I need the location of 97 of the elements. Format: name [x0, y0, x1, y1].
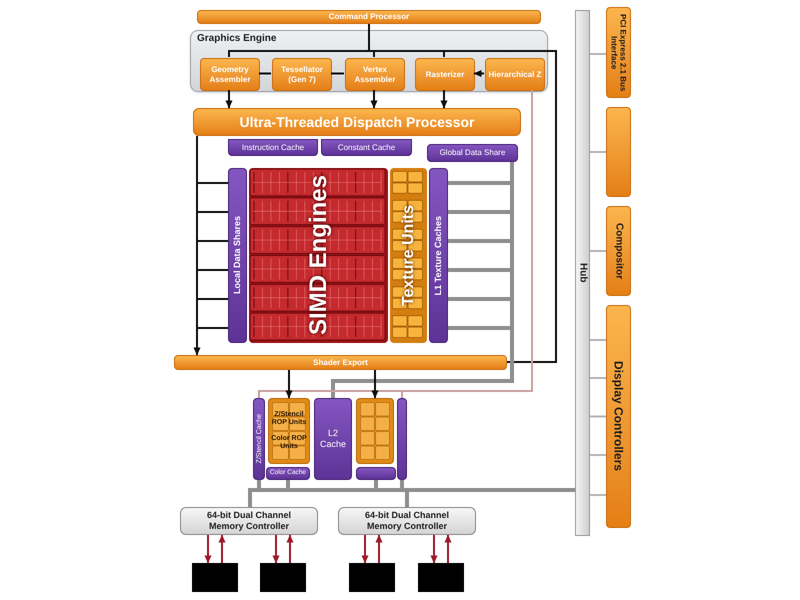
stage-box — [415, 58, 475, 91]
block-label: Compositor — [614, 222, 624, 280]
arrow — [372, 370, 378, 398]
panel-title: Graphics Engine — [197, 33, 276, 44]
stage-label: Tessellator (Gen 7) — [280, 64, 324, 84]
memory-chip-block — [192, 563, 238, 592]
connector-line — [376, 488, 402, 492]
connector-line — [590, 53, 606, 55]
connector-line — [373, 51, 375, 57]
arrow — [272, 535, 280, 564]
connector-line — [196, 136, 198, 183]
export-bar — [174, 355, 507, 370]
arrow — [218, 534, 226, 563]
stage-box — [485, 58, 545, 91]
connector-line — [228, 50, 369, 57]
cache-bar — [321, 139, 412, 156]
processor-bar — [197, 10, 541, 24]
dispatch-processor-bar — [193, 108, 521, 136]
cache-column — [228, 168, 247, 343]
cache-bar — [228, 139, 318, 156]
arrow — [194, 183, 200, 356]
cache-column — [253, 398, 265, 480]
interface-block — [606, 7, 631, 98]
bar-label: Shader Export — [313, 358, 368, 366]
block-label: L2 Cache — [318, 428, 347, 450]
stage-label: Geometry Assembler — [208, 64, 252, 84]
bar-label: Hub — [578, 263, 588, 283]
hub-bar — [575, 10, 590, 536]
memory-chip-block — [418, 563, 464, 592]
arrow — [226, 90, 232, 108]
cache-column — [429, 168, 448, 343]
connector-line — [331, 183, 514, 398]
connector-line — [400, 480, 404, 490]
connector-line — [257, 480, 261, 490]
cache-bar — [266, 467, 310, 480]
stage-box — [345, 58, 405, 91]
cache-bar — [356, 467, 396, 480]
arrow — [376, 534, 382, 563]
connector-line — [589, 339, 607, 496]
connector-line — [259, 488, 288, 492]
engine-panel — [190, 30, 548, 92]
connector-line — [374, 480, 378, 490]
cache-bar — [427, 144, 518, 162]
cache-column — [397, 398, 407, 480]
connector-line — [510, 162, 514, 183]
box-label: 64-bit Dual Channel Memory Controller — [206, 510, 292, 532]
connector-line — [402, 90, 533, 392]
arrow — [370, 90, 378, 108]
arrow — [430, 535, 438, 564]
memory-chip-block — [349, 563, 395, 592]
connector-line — [590, 151, 606, 153]
memory-chip-block — [260, 563, 306, 592]
bar-label: Ultra-Threaded Dispatch Processor — [240, 112, 474, 132]
interface-block — [606, 107, 631, 197]
connector-line — [444, 50, 557, 363]
connector-line — [368, 24, 370, 51]
interface-block — [606, 206, 631, 296]
connector-line — [196, 182, 229, 329]
memory-controller-box — [180, 507, 318, 535]
arrow — [362, 535, 368, 564]
bar-label: Command Processor — [328, 13, 410, 21]
cache-block — [314, 398, 352, 480]
connector-line — [374, 50, 444, 52]
connector-line — [258, 390, 402, 398]
arrow — [286, 534, 294, 563]
block-label: Display Controllers — [612, 361, 624, 472]
bar-label: Constant Cache — [338, 144, 396, 152]
arrow — [440, 90, 448, 108]
stage-label: Rasterizer — [424, 70, 466, 80]
block-label: PCI Express 2.1 Bus Interface — [610, 12, 628, 94]
bar-label: Global Data Share — [440, 149, 506, 157]
memory-controller-box — [338, 507, 476, 535]
connector-line — [288, 488, 376, 492]
connector-line — [401, 391, 403, 398]
array-label: Texture Units — [400, 204, 416, 306]
stage-box — [200, 58, 260, 91]
bar-label: Instruction Cache — [242, 144, 304, 152]
connector-line — [259, 72, 271, 74]
column-label: Local Data Shares — [233, 216, 242, 295]
arrow — [204, 535, 212, 564]
stage-label: Vertex Assembler — [354, 64, 396, 84]
connector-line — [443, 51, 445, 57]
arrow — [474, 70, 484, 77]
controller-block — [606, 305, 631, 528]
connector-line — [248, 488, 259, 507]
arrow — [286, 370, 292, 398]
stage-box — [272, 58, 332, 91]
column-label: L1 Texture Caches — [434, 216, 443, 296]
connector-line — [590, 250, 606, 252]
connector-line — [402, 488, 407, 492]
box-label: 64-bit Dual Channel Memory Controller — [364, 510, 450, 532]
stage-label: Hierarchical Z — [488, 70, 542, 80]
arrow — [444, 534, 452, 563]
connector-line — [286, 480, 290, 490]
connector-line — [369, 50, 374, 52]
connector-line — [331, 72, 344, 74]
array-label: SIMD Engines — [306, 175, 330, 336]
